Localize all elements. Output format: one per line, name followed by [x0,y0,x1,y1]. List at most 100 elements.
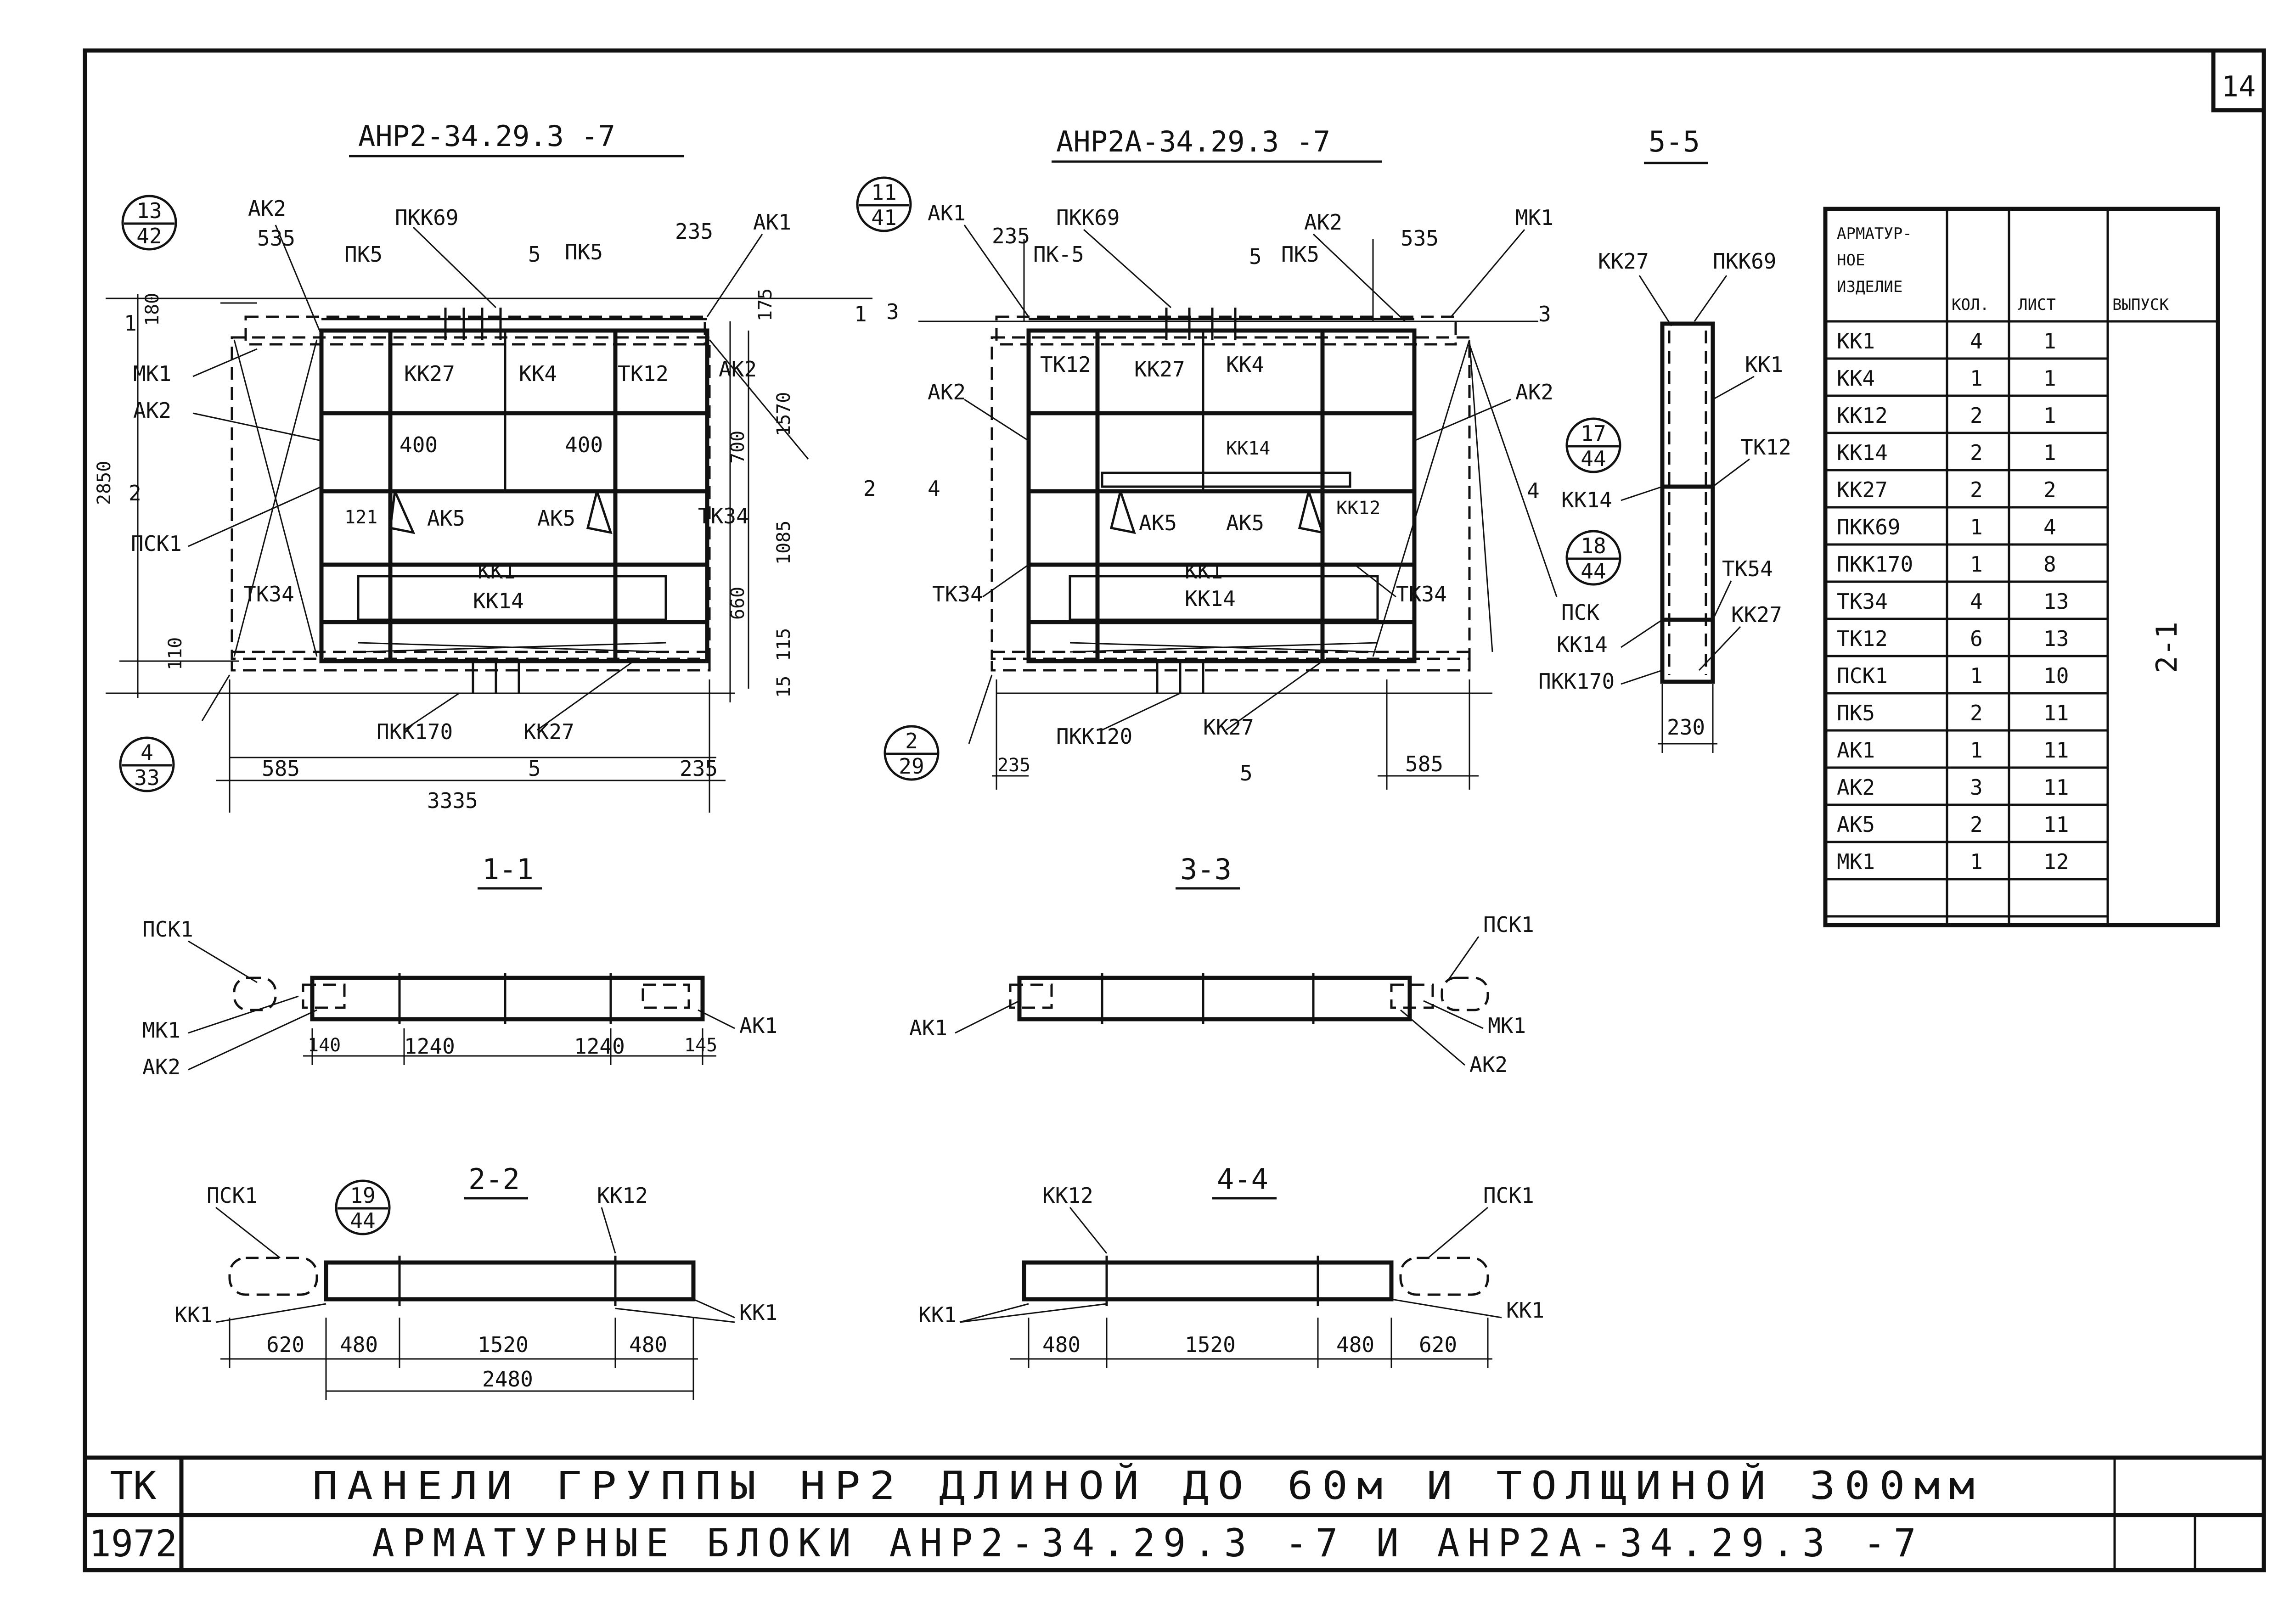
table-cell-item: КК1 [1837,329,1875,354]
label-kk1: КК1 [1506,1298,1544,1323]
section-mark-1: 1 [854,302,867,326]
table-cell-item: КК12 [1837,403,1888,428]
dim-585: 585 [262,756,300,781]
table-cell-qty: 2 [1970,812,1983,837]
dim-110: 110 [165,637,186,670]
label-ak1: АК1 [909,1016,947,1040]
callout-4-33: 4 33 [119,736,175,792]
label-pkk170: ПКК170 [1538,669,1615,694]
label-kk14: КК14 [1226,438,1270,459]
label-psk1: ПСК1 [142,917,193,942]
label-ak2: АК2 [133,398,171,423]
svg-text:18: 18 [1581,533,1606,558]
label-ak2: АК2 [248,196,286,221]
label-kk1: КК1 [478,559,516,584]
label-pk5: ПК5 [1281,242,1319,267]
dim-235: 235 [997,755,1030,776]
dim-660: 660 [727,587,748,620]
label-psk1: ПСК1 [131,531,182,556]
table-cell-item: АК5 [1837,812,1875,837]
label-pkk120: ПКК120 [1056,724,1132,749]
dim-400: 400 [565,432,603,457]
callout-19-44: 19 44 [335,1179,391,1235]
label-kk27: КК27 [1598,249,1649,274]
label-psk1: ПСК1 [207,1183,258,1208]
label-psk1: ПСК1 [1483,1183,1534,1208]
dim-700: 700 [727,431,748,464]
dim-235: 235 [992,224,1030,248]
table-cell-sheet: 8 [2043,552,2056,577]
label-kk14: КК14 [1185,586,1236,611]
section-mark-4: 4 [1527,478,1540,503]
dim-15: 15 [773,676,794,698]
label-ak2: АК2 [928,380,966,404]
svg-text:4: 4 [141,740,153,765]
table-header-issue: ВЫПУСК [2112,296,2169,314]
section33-title: 3-3 [1180,853,1232,886]
dim-585: 585 [1405,752,1443,776]
table-cell-qty: 1 [1970,552,1983,577]
sheet-frame [83,48,2266,1572]
section-mark-5: 5 [528,756,541,781]
table-issue-value: 2-1 [2150,622,2183,673]
label-kk12: КК12 [597,1183,648,1208]
dim-180: 180 [142,293,163,326]
block-anr2a-elevation: АНР2А-34.29.3 -7 [856,125,1599,790]
label-kk4: КК4 [519,361,557,386]
table-cell-sheet: 12 [2043,849,2069,874]
table-cell-item: АК1 [1837,738,1875,763]
dim-480: 480 [340,1332,378,1357]
svg-text:17: 17 [1581,421,1606,446]
table-cell-sheet: 11 [2043,812,2069,837]
section-mark-3: 3 [886,299,899,324]
section-mark-4: 4 [928,476,940,501]
label-psk: ПСК [1561,600,1599,625]
label-kk12: КК12 [1042,1183,1093,1208]
svg-text:13: 13 [136,198,162,223]
label-kk12: КК12 [1336,498,1380,519]
section-mark-2: 2 [129,481,141,505]
svg-text:33: 33 [134,765,159,790]
callout-13-42: 13 42 [121,195,177,251]
label-ak5: АК5 [1226,511,1264,535]
label-tk34: ТК34 [698,504,749,528]
label-pkk69: ПКК69 [1713,249,1776,274]
title-block: ТК 1972 ПАНЕЛИ ГРУППЫ НР2 ДЛИНОЙ ДО 60м … [85,1455,2264,1570]
svg-text:2: 2 [905,729,918,753]
label-ak5: АК5 [537,506,575,531]
label-tk34: ТК34 [243,582,294,606]
table-cell-item: ПКК170 [1837,552,1913,577]
dim-1520: 1520 [478,1332,529,1357]
table-cell-sheet: 1 [2043,329,2056,354]
table-cell-qty: 1 [1970,515,1983,539]
page-number-box [2211,48,2266,112]
table-cell-sheet: 11 [2043,701,2069,725]
section-5-5: 5-5 КК27 ПКК69 КК1 ТК12 КК14 ТК54 КК27 К… [1538,125,1791,753]
label-kk14: КК14 [473,589,524,613]
dim-3335: 3335 [427,788,478,813]
table-cell-item: КК4 [1837,366,1875,391]
table-cell-sheet: 13 [2043,626,2069,651]
table-cell-item: ТК34 [1837,589,1888,614]
dim-1520: 1520 [1185,1332,1236,1357]
block1-title: АНР2-34.29.3 -7 [358,119,615,153]
dim-1085: 1085 [773,521,794,565]
label-ak2: АК2 [719,357,757,382]
section11-title: 1-1 [482,853,534,886]
svg-text:29: 29 [899,754,924,779]
label-psk1: ПСК1 [1483,912,1534,937]
dim-1240: 1240 [404,1034,455,1059]
label-tk12: ТК12 [1740,435,1791,460]
dim-2850: 2850 [94,461,115,505]
svg-text:42: 42 [136,224,162,248]
table-cell-qty: 1 [1970,849,1983,874]
label-ak1: АК1 [928,201,966,225]
table-cell-qty: 1 [1970,366,1983,391]
label-ak5: АК5 [1139,511,1177,535]
section-1-1: 1-1 ПСК1 МК1 АК2 АК1 140 1240 1240 145 [142,853,777,1079]
table-cell-sheet: 2 [2043,477,2056,502]
table-cell-qty: 2 [1970,477,1983,502]
table-cell-qty: 2 [1970,403,1983,428]
svg-text:44: 44 [350,1208,375,1233]
svg-text:11: 11 [871,180,896,205]
